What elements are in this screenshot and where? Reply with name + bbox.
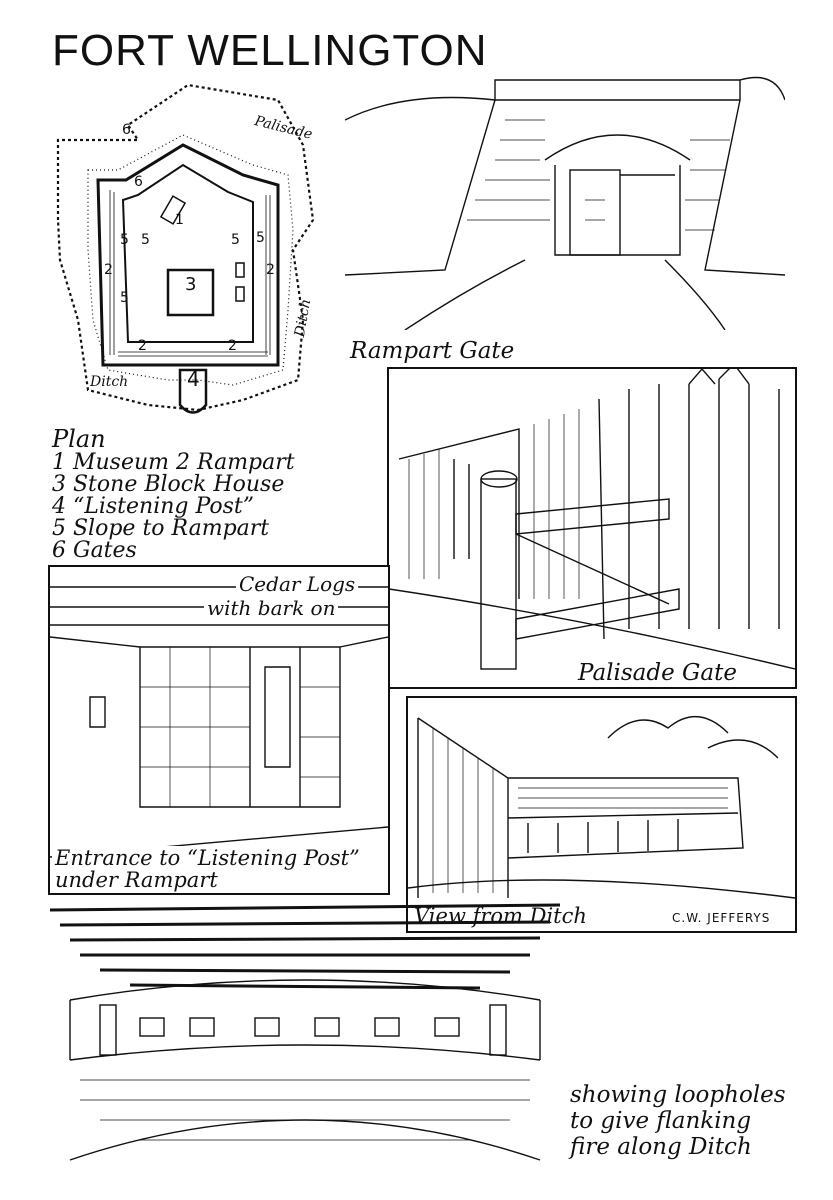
legend-item: 6 Gates xyxy=(52,538,137,563)
artist-signature: C.W. JEFFERYS xyxy=(672,911,771,925)
legend-item: 3 Stone Block House xyxy=(52,472,285,497)
loophole-interior-illustration xyxy=(40,900,570,1180)
plan-number: 6 xyxy=(122,122,131,138)
plan-number: 5 xyxy=(120,290,129,306)
plan-number: 5 xyxy=(231,232,240,248)
ditch-label: Ditch xyxy=(90,374,129,390)
fort-plan: 6 6 1 5 5 5 5 5 2 2 2 2 3 4 Palisade Dit… xyxy=(48,80,338,420)
plan-number: 4 xyxy=(187,367,200,391)
plan-legend: Plan 1 Museum 2 Rampart 3 Stone Block Ho… xyxy=(52,425,295,563)
view-from-ditch-drawing xyxy=(408,715,795,899)
plan-number: 2 xyxy=(228,338,237,354)
rampart-gate-illustration xyxy=(345,60,785,330)
palisade-gate-panel xyxy=(387,367,797,689)
page-title: FORT WELLINGTON xyxy=(52,26,488,75)
legend-item: 4 “Listening Post” xyxy=(52,494,255,519)
legend-item: 5 Slope to Rampart xyxy=(52,516,270,541)
caption-ditch-fire: fire along Ditch xyxy=(570,1134,752,1160)
caption-flanking: to give flanking xyxy=(570,1108,752,1134)
caption-rampart-gate: Rampart Gate xyxy=(350,338,515,364)
plan-number: 6 xyxy=(134,174,143,190)
caption-under-rampart: under Rampart xyxy=(52,868,221,892)
caption-palisade-gate: Palisade Gate xyxy=(574,660,741,686)
plan-number: 2 xyxy=(266,262,275,278)
plan-number: 2 xyxy=(104,262,113,278)
plan-number: 5 xyxy=(120,232,129,248)
plan-number: 3 xyxy=(185,274,197,295)
plan-number: 1 xyxy=(175,212,184,228)
fort-plan-illustration xyxy=(56,83,315,414)
legend-item: 1 Museum 2 Rampart xyxy=(52,450,295,475)
caption-loopholes: showing loopholes xyxy=(570,1082,786,1108)
listening-post-panel xyxy=(48,565,390,895)
plan-number: 5 xyxy=(256,230,265,246)
caption-cedar-logs: Cedar Logs xyxy=(236,572,359,596)
loophole-interior-drawing xyxy=(49,903,561,1161)
plan-number: 2 xyxy=(138,338,147,354)
caption-cedar-logs-detail: with bark on xyxy=(204,596,339,620)
rampart-gate-drawing xyxy=(345,76,785,330)
view-from-ditch-panel xyxy=(406,696,797,933)
palisade-gate-drawing xyxy=(389,369,795,670)
legend-heading: Plan xyxy=(52,425,106,453)
plan-number: 5 xyxy=(141,232,150,248)
caption-entrance: Entrance to “Listening Post” xyxy=(52,846,363,870)
